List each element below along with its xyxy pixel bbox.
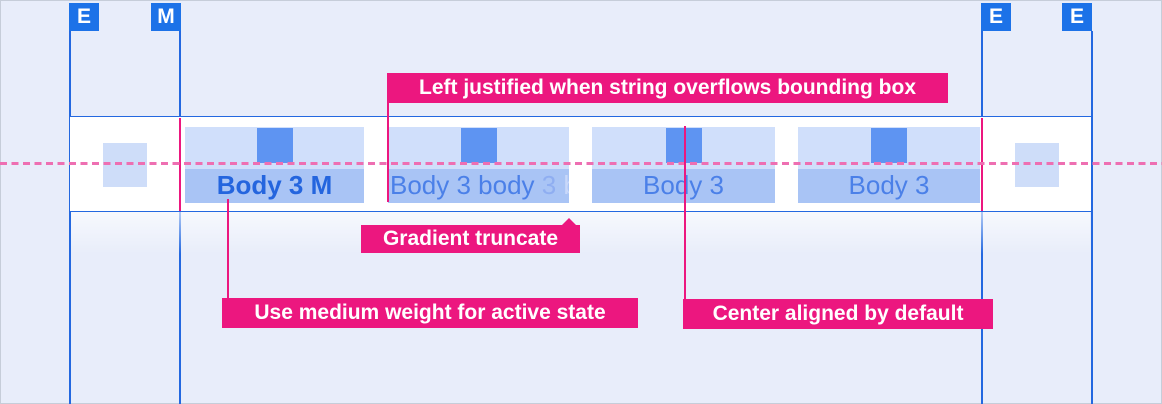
leading-placeholder-square: [103, 143, 147, 187]
content-margin-right-line: [981, 118, 983, 211]
tab-item-truncated[interactable]: Body 3 body 3 b: [388, 127, 569, 203]
tab-icon: [871, 128, 907, 163]
tab-label: Body 3 body 3 b: [388, 169, 569, 203]
tab-item-default-2[interactable]: Body 3: [798, 127, 980, 203]
trailing-placeholder-square: [1015, 143, 1059, 187]
tab-item-active[interactable]: Body 3 M: [185, 127, 364, 203]
annotation-center-aligned: Center aligned by default: [683, 299, 993, 329]
ruler-marker-e-right-inner: E: [981, 3, 1011, 31]
annotation-medium-weight: Use medium weight for active state: [222, 298, 638, 328]
tab-label-part-faded-more: b: [556, 170, 569, 200]
tab-icon: [665, 128, 702, 163]
ruler-marker-e-right-outer: E: [1062, 3, 1092, 31]
tab-label-part: Body 3 body: [390, 170, 542, 200]
ruler-marker-m-left-inner: M: [151, 3, 181, 31]
content-margin-left-line: [179, 118, 181, 211]
leader-left-justified: [387, 103, 389, 202]
tab-icon: [460, 128, 497, 163]
gridline-right-inner: [981, 31, 983, 404]
tab-label: Body 3 M: [185, 169, 364, 203]
gridline-left-outer: [69, 31, 71, 404]
tab-label: Body 3: [592, 169, 775, 203]
ruler-marker-e-left-outer: E: [69, 3, 99, 31]
tab-icon: [256, 128, 293, 163]
leader-medium-weight: [227, 199, 229, 298]
annotation-gradient-truncate: Gradient truncate: [361, 225, 580, 253]
gridline-left-inner: [179, 31, 181, 404]
gridline-right-outer: [1091, 31, 1093, 404]
tab-label: Body 3: [798, 169, 980, 203]
tab-label-part-faded: 3: [541, 170, 557, 200]
leader-center-aligned: [684, 126, 686, 299]
annotation-left-justified: Left justified when string overflows bou…: [387, 73, 948, 103]
tab-bar-glow: [71, 212, 1090, 254]
